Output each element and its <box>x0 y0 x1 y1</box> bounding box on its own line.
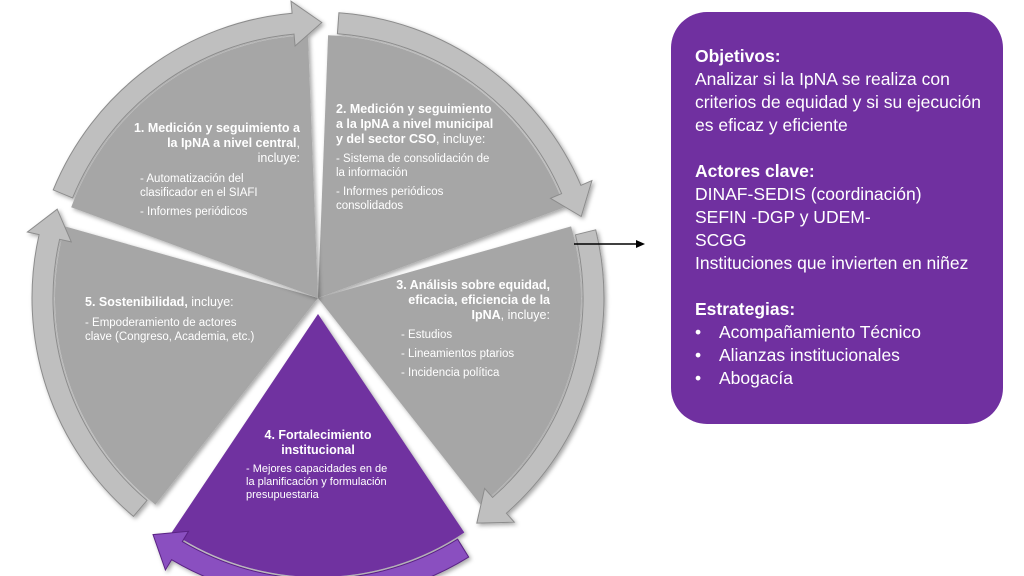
segment-2 <box>318 226 605 524</box>
segment-1-item: - Automatización del clasificador en el … <box>140 173 258 199</box>
segment-3-wedge <box>171 314 465 576</box>
segment-4-item: - Mejores capacidades en de la planifica… <box>246 463 388 501</box>
segment-2-item: - Sistema de consolidación de la informa… <box>336 153 490 179</box>
info-box: Objetivos: Analizar si la IpNA se realiz… <box>671 12 1003 424</box>
actor-item: SCGG <box>695 230 747 250</box>
segment-5-includes: incluye: <box>187 295 234 309</box>
segment-5-text: 5. Sostenibilidad, incluye: - Empoderami… <box>85 295 255 344</box>
segment-3-item: - Incidencia política <box>401 367 500 379</box>
segment-5-title: 5. Sostenibilidad, <box>85 295 188 309</box>
segment-3-includes: , incluye: <box>500 308 550 322</box>
segment-5-wedge <box>71 35 318 298</box>
segment-3-text: 3. Análisis sobre equidad, eficacia, efi… <box>385 278 550 380</box>
estrategias-heading: Estrategias: <box>695 299 796 319</box>
segment-3-item: - Lineamientos ptarios <box>401 348 515 360</box>
segment-4-text: 4. Fortalecimiento institucional - Mejor… <box>238 428 398 502</box>
segment-1-title: 1. Medición y seguimiento a la IpNA a ni… <box>133 121 300 150</box>
estrategia-item: Alianzas institucionales <box>695 344 1003 367</box>
segment-1-text: 1. Medición y seguimiento a la IpNA a ni… <box>130 121 300 219</box>
actor-item: DINAF-SEDIS (coordinación) <box>695 184 922 204</box>
segment-5-arrow-icon <box>52 0 323 199</box>
arrowhead-icon <box>636 240 645 248</box>
segment-4-arrow-icon <box>26 208 148 518</box>
segment-5 <box>52 0 323 298</box>
segment-2-wedge <box>318 226 582 505</box>
segment-1-arrow-icon <box>336 12 593 218</box>
segment-3-title: 3. Análisis sobre equidad, eficacia, efi… <box>396 278 550 322</box>
estrategia-item: Acompañamiento Técnico <box>695 321 1003 344</box>
segment-2-item: - Informes periódicos consolidados <box>336 186 444 212</box>
segment-1 <box>318 12 593 298</box>
segment-2-text: 2. Medición y seguimiento a la IpNA a ni… <box>336 102 496 213</box>
segment-3-item: - Estudios <box>401 329 453 341</box>
segment-1-includes: , incluye: <box>257 136 300 165</box>
segment-4-wedge <box>54 226 319 505</box>
actores-heading: Actores clave: <box>695 161 815 181</box>
segment-1-wedge <box>318 35 565 298</box>
segment-5-item: - Empoderamiento de actores clave (Congr… <box>85 317 255 343</box>
segment-2-title: 2. Medición y seguimiento a la IpNA a ni… <box>336 102 494 146</box>
segment-1-item: - Informes periódicos <box>140 206 248 218</box>
estrategias-list: Acompañamiento Técnico Alianzas instituc… <box>695 321 1003 390</box>
estrategia-item: Abogacía <box>695 367 1003 390</box>
segment-2-arrow-icon <box>476 229 605 524</box>
objetivos-heading: Objetivos: <box>695 46 781 66</box>
segment-2-includes: , incluye: <box>436 132 486 146</box>
actor-item: Instituciones que invierten en niñez <box>695 253 969 273</box>
actor-item: SEFIN -DGP y UDEM- <box>695 207 871 227</box>
segment-4 <box>26 208 319 518</box>
segment-4-title: 4. Fortalecimiento institucional <box>264 428 372 457</box>
objetivos-text: Analizar si la IpNA se realiza con crite… <box>695 69 981 135</box>
